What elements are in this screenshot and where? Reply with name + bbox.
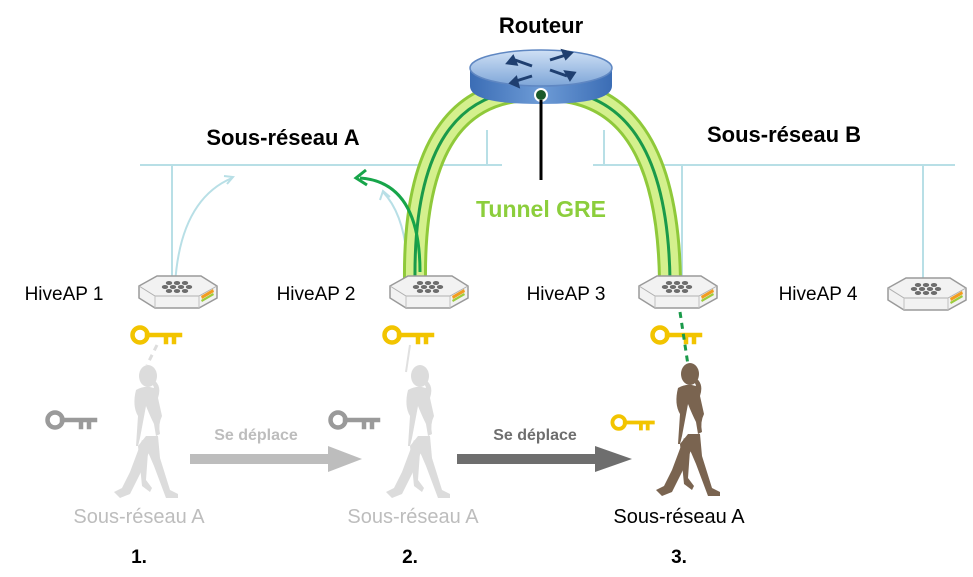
step-3-number: 3. — [671, 547, 687, 568]
move-arrow-2 — [457, 446, 632, 472]
hiveap-3-label: HiveAP 3 — [527, 284, 606, 305]
key-icon — [133, 328, 181, 343]
key-icon — [331, 413, 379, 428]
step-2-number: 2. — [402, 547, 418, 568]
step-1-number: 1. — [131, 547, 147, 568]
hiveap-2-icon — [389, 275, 469, 309]
key-icon — [48, 413, 96, 428]
subnet-b-title: Sous-réseau B — [707, 122, 861, 147]
tunnel-label: Tunnel GRE — [476, 196, 606, 222]
move-label-1: Se déplace — [214, 427, 298, 444]
hiveap-1-label: HiveAP 1 — [25, 284, 104, 305]
step-3-subnet: Sous-réseau A — [613, 506, 745, 528]
person-icon — [114, 365, 178, 498]
person-icon — [386, 365, 450, 498]
association-dash-2 — [405, 344, 411, 373]
association-dash-3 — [678, 311, 690, 366]
step-1-subnet: Sous-réseau A — [73, 506, 205, 528]
move-arrow-1 — [190, 446, 362, 472]
move-label-2: Se déplace — [493, 427, 577, 444]
hiveap-4-label: HiveAP 4 — [779, 284, 858, 305]
router-icon — [469, 48, 613, 180]
hiveap-4-icon — [887, 277, 967, 311]
association-dash-1 — [145, 344, 159, 366]
hiveap-2-label: HiveAP 2 — [277, 284, 356, 305]
hiveap-1-icon — [138, 275, 218, 309]
person-icon — [656, 363, 720, 496]
hiveap-3-icon — [638, 275, 718, 309]
traffic-arrows — [174, 175, 410, 293]
key-icon — [385, 328, 433, 343]
step-2-subnet: Sous-réseau A — [347, 506, 479, 528]
router-label: Routeur — [499, 13, 584, 38]
key-icon — [653, 328, 701, 343]
key-icon — [610, 414, 655, 431]
roaming-arrow — [353, 168, 422, 273]
subnet-a-title: Sous-réseau A — [206, 125, 359, 150]
